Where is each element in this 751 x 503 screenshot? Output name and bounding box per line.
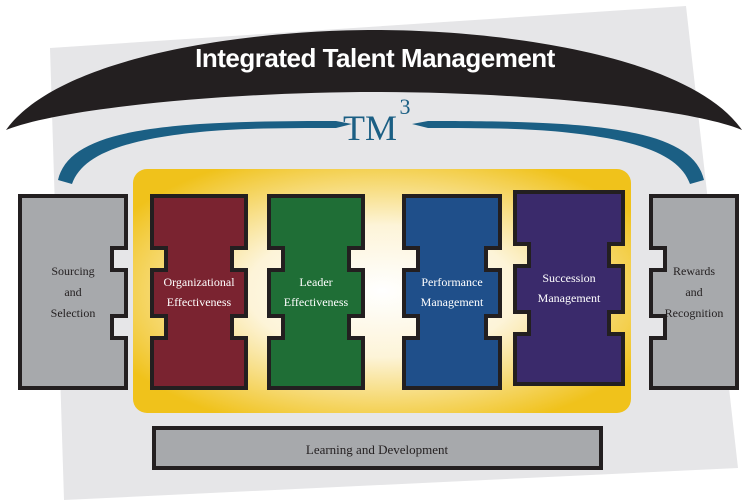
core-process-panel	[133, 169, 631, 413]
block-organizational-label-line: Organizational	[163, 275, 235, 289]
learning-and-development-label: Learning and Development	[306, 442, 449, 457]
block-sourcing-label-line: Sourcing	[51, 264, 94, 278]
block-rewards-label-line: Recognition	[665, 306, 724, 320]
block-leader-shape	[267, 194, 365, 390]
block-sourcing-shape	[18, 194, 128, 390]
block-rewards-shape	[649, 194, 739, 390]
title-text: Integrated Talent Management	[195, 43, 556, 73]
block-performance-shape	[402, 194, 502, 390]
block-sourcing-label-line: Selection	[51, 306, 96, 320]
learning-and-development-bar	[152, 426, 603, 470]
tm-label: TM	[343, 108, 397, 148]
left-swoosh	[58, 121, 352, 184]
block-rewards-label-line: Rewards	[673, 264, 715, 278]
block-performance-label-line: Management	[421, 295, 484, 309]
block-rewards-label-line: and	[685, 285, 702, 299]
block-leader-label-line: Effectiveness	[284, 295, 349, 309]
right-swoosh	[412, 121, 704, 184]
block-organizational-shape	[150, 194, 248, 390]
title-arch	[6, 30, 742, 130]
block-succession-label-line: Succession	[542, 271, 595, 285]
block-leader-label-line: Leader	[299, 275, 332, 289]
block-sourcing-label-line: and	[64, 285, 81, 299]
tm-superscript: 3	[400, 94, 411, 119]
block-performance-label-line: Performance	[421, 275, 482, 289]
block-succession-shape	[513, 190, 625, 386]
block-succession-label-line: Management	[538, 291, 601, 305]
block-organizational-label-line: Effectiveness	[167, 295, 232, 309]
